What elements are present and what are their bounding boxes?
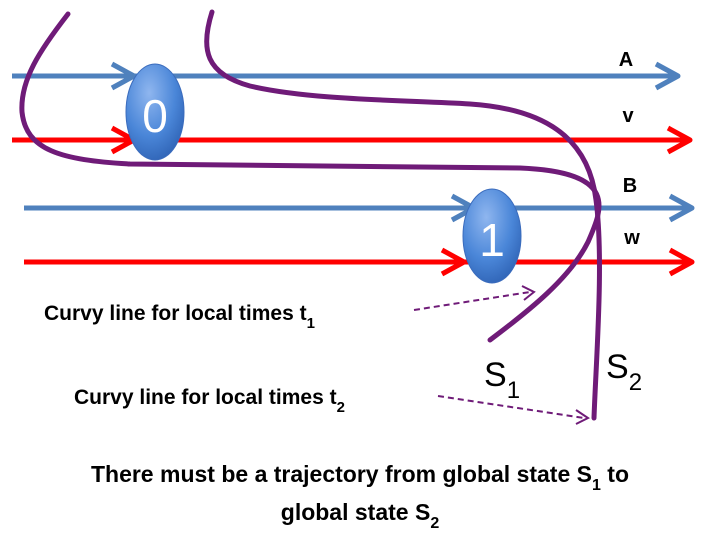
line-label-a: A <box>619 49 633 71</box>
line-w <box>24 247 695 277</box>
cut-s2-curve <box>204 9 602 421</box>
line-v <box>12 125 693 155</box>
caption-line-2: global state S2 <box>281 499 440 532</box>
pointer-t1 <box>413 285 536 311</box>
line-a <box>12 61 681 91</box>
cut-s1-curve <box>19 11 602 343</box>
node-0-label: 0 <box>142 90 168 142</box>
node-1: 1 <box>462 188 522 284</box>
line-b <box>24 193 695 223</box>
note-t2: Curvy line for local times t2 <box>74 386 345 416</box>
state-label-s1: S1 <box>484 356 520 404</box>
note-t1: Curvy line for local times t1 <box>44 302 315 332</box>
line-label-b: B <box>623 175 637 197</box>
line-label-v: v <box>622 105 634 127</box>
node-1-label: 1 <box>479 214 505 266</box>
caption-line-1: There must be a trajectory from global s… <box>91 461 629 494</box>
state-label-s2: S2 <box>606 348 642 396</box>
node-0: 0 <box>125 63 185 161</box>
pointer-t2 <box>437 395 590 425</box>
line-label-w: w <box>623 227 640 249</box>
